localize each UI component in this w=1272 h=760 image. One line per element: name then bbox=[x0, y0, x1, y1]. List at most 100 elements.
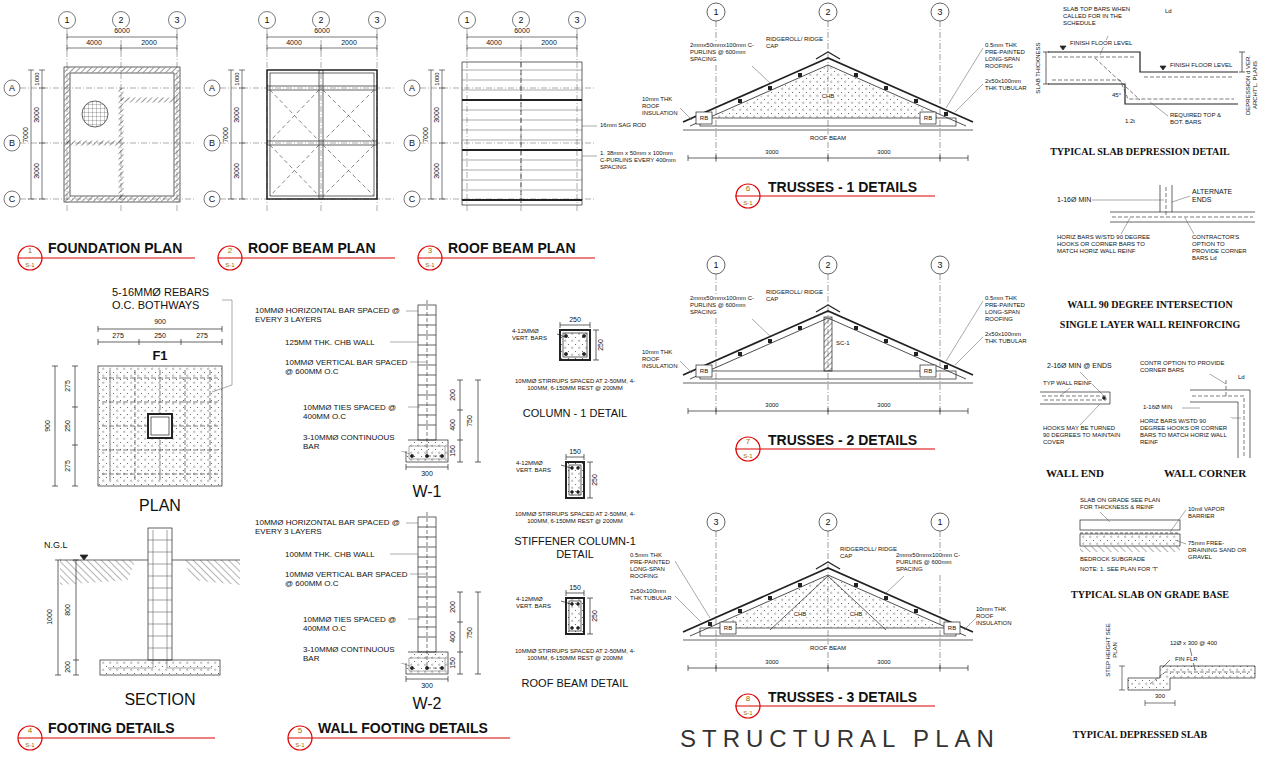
drawing-label: HOOKS MAY BE TURNED 90 DEGREES TO MAINTA… bbox=[1043, 425, 1123, 446]
drawing-label: S-1 bbox=[25, 262, 34, 269]
drawing-label: 3 bbox=[574, 15, 579, 25]
drawing-line bbox=[770, 576, 886, 630]
drawing-label: HORIZ BARS W/STD 90 DEGREE HOOKS OR CORN… bbox=[1057, 234, 1162, 255]
drawing-line bbox=[577, 467, 580, 470]
drawing-line bbox=[563, 333, 587, 357]
drawing-line bbox=[210, 300, 232, 392]
drawing-line bbox=[571, 467, 574, 470]
drawing-label: REQUIRED TOP & BOT. BARS bbox=[1170, 112, 1230, 126]
drawing-label: 3000 bbox=[765, 149, 778, 156]
drawing-line bbox=[288, 737, 510, 738]
drawing-label: 1000 bbox=[434, 72, 441, 85]
drawing-line bbox=[462, 70, 582, 190]
drawing-line bbox=[1150, 672, 1250, 684]
drawing-line bbox=[462, 62, 582, 205]
drawing-line bbox=[288, 726, 312, 750]
drawing-line bbox=[1052, 57, 1234, 100]
drawing-label: 8 bbox=[746, 694, 750, 703]
drawing-label: 150 bbox=[569, 584, 581, 592]
drawing-label: 2mmx50mmx100mm C-PURLINS @ 600mm SPACING bbox=[896, 552, 966, 573]
drawing-label: NOTE: 1. SEE PLAN FOR 'T' bbox=[1080, 566, 1160, 573]
drawing-label: 4000 bbox=[286, 39, 302, 47]
drawing-label: 10MMØ VERTICAL BAR SPACED @ 600MM O.C bbox=[285, 570, 410, 588]
drawing-label: S-1 bbox=[743, 710, 752, 717]
drawing-line bbox=[404, 12, 595, 271]
drawing-line bbox=[577, 491, 580, 494]
drawing-label: 3000 bbox=[233, 107, 241, 123]
drawing-label: W-2 bbox=[412, 695, 441, 713]
drawing-line bbox=[673, 513, 976, 672]
drawing-label: A bbox=[209, 83, 215, 93]
drawing-line bbox=[571, 603, 580, 630]
drawing-label: TRUSSES - 3 DETAILS bbox=[768, 689, 917, 705]
drawing-line bbox=[824, 317, 832, 371]
drawing-label: SLAB TOP BARS WHEN CALLED FOR IN THE SCH… bbox=[1063, 6, 1153, 27]
drawing-label: 2000 bbox=[141, 39, 157, 47]
drawing-label: 3 bbox=[713, 517, 718, 527]
drawing-label: TYPICAL SLAB DEPRESSION DETAIL bbox=[1050, 146, 1230, 158]
drawing-line bbox=[102, 370, 218, 482]
drawing-label: 250 bbox=[64, 420, 72, 432]
drawing-label: STIFFENER COLUMN-1 DETAIL bbox=[505, 535, 645, 560]
drawing-label: 900 bbox=[44, 420, 52, 432]
drawing-label: SECTION bbox=[124, 691, 195, 709]
drawing-line bbox=[151, 417, 169, 435]
drawing-label: Ld bbox=[1238, 374, 1245, 381]
drawing-line bbox=[680, 3, 983, 162]
drawing-line bbox=[267, 70, 377, 199]
drawing-label: COLUMN - 1 DETAIL bbox=[523, 407, 627, 420]
drawing-label: 800 bbox=[64, 604, 72, 616]
drawing-label: FINISH FLOOR LEVEL bbox=[1070, 40, 1132, 47]
drawing-label: 3 bbox=[937, 260, 942, 270]
drawing-label: 200 bbox=[449, 389, 457, 401]
drawing-label: 3-10MMØ CONTINUOUS BAR bbox=[303, 645, 408, 663]
drawing-label: RB bbox=[924, 368, 932, 375]
drawing-label: 2x50x100mm THK TUBULAR bbox=[985, 78, 1030, 92]
drawing-line bbox=[1040, 392, 1110, 404]
drawing-label: RB bbox=[724, 625, 732, 632]
drawing-label: 3000 bbox=[765, 402, 778, 409]
drawing-label: 1-16Ø MIN bbox=[1057, 196, 1091, 204]
drawing-line bbox=[1103, 397, 1106, 400]
drawing-label: STEP HEIGHT SEE PLAN bbox=[1105, 620, 1119, 680]
drawing-label: 3000 bbox=[765, 659, 778, 666]
drawing-label: 1 bbox=[264, 15, 269, 25]
drawing-line bbox=[82, 101, 108, 127]
drawing-label: 2x50x100mm THK TUBULAR bbox=[985, 331, 1030, 345]
drawing-line bbox=[4, 12, 195, 271]
drawing-line bbox=[60, 560, 136, 585]
drawing-label: RIDGEROLL/ RIDGE CAP bbox=[766, 36, 826, 50]
drawing-label: TYP WALL REINF bbox=[1043, 380, 1092, 387]
drawing-line bbox=[557, 322, 599, 360]
drawing-label: 4-12MMØ VERT. BARS bbox=[512, 328, 557, 342]
drawing-label: TYPICAL SLAB ON GRADE BASE bbox=[1071, 589, 1229, 601]
drawing-label: A bbox=[409, 83, 415, 93]
drawing-label: 200 bbox=[449, 601, 457, 613]
drawing-label: 6 bbox=[746, 184, 750, 193]
drawing-label: CHB bbox=[794, 611, 807, 618]
drawing-label: B bbox=[409, 138, 415, 148]
drawing-label: 2 bbox=[118, 15, 123, 25]
drawing-label: RB bbox=[948, 625, 956, 632]
drawing-label: 45° bbox=[1112, 92, 1121, 99]
drawing-line bbox=[1080, 533, 1180, 534]
drawing-line bbox=[582, 352, 585, 355]
drawing-label: S-1 bbox=[25, 742, 34, 749]
drawing-label: RB bbox=[700, 368, 708, 375]
drawing-label: CHB bbox=[822, 93, 835, 100]
drawing-label: N.G.L bbox=[44, 540, 68, 550]
drawing-line bbox=[98, 326, 222, 345]
drawing-label: PLAN bbox=[139, 497, 181, 515]
drawing-line bbox=[1092, 196, 1195, 236]
drawing-line bbox=[100, 660, 220, 675]
drawing-label: CHB bbox=[850, 611, 863, 618]
drawing-label: FINISH FLOOR LEVEL bbox=[1170, 62, 1232, 69]
drawing-label: 4000 bbox=[486, 39, 502, 47]
drawing-label: 0.5mm THK PRE-PAINTED LONG-SPAN ROOFING bbox=[630, 552, 675, 580]
drawing-line bbox=[673, 513, 976, 672]
drawing-label: 150 bbox=[569, 448, 581, 456]
drawing-label: RIDGEROLL/ RIDGE CAP bbox=[766, 289, 826, 303]
drawing-label: SINGLE LAYER WALL REINFORCING bbox=[1060, 319, 1240, 331]
drawing-label: FOOTING DETAILS bbox=[48, 720, 175, 736]
drawing-label: 3000 bbox=[433, 163, 441, 179]
